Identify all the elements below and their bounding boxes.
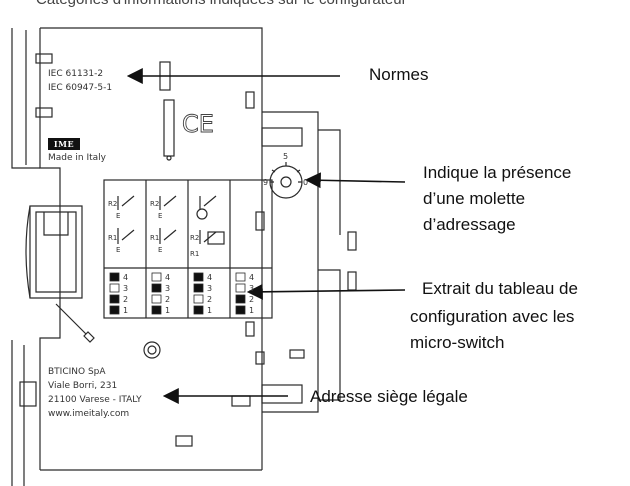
annotation-dial-line-2: d’une molette [423,189,526,208]
dip-cell [193,294,204,304]
switch-number: 2 [165,295,171,304]
relay-symbols [117,195,217,244]
switch-number: 3 [249,284,255,293]
screwdriver-icon [55,303,95,343]
small-slot-2 [245,321,255,337]
relay-label: R2 [108,200,118,208]
addressing-dial [269,165,303,199]
bottom-slot-1 [231,395,251,407]
made-in-label: Made in Italy [48,153,106,163]
rail-clip-bottom [19,381,37,407]
dial-mark: 9 [263,178,269,187]
relay-coil [196,208,208,220]
relay-label: R2 [150,200,160,208]
connector-pin-2 [347,271,357,291]
annotation-address: Adresse siège légale [310,387,468,406]
switch-number: 1 [207,306,213,315]
dip-cell [109,283,120,293]
switch-number: 2 [249,295,255,304]
dip-cell [193,283,204,293]
address-line-1: BTICINO SpA [48,367,106,377]
relay-label: E [116,212,121,220]
top-caption: Catégories d'informations indiquées sur … [36,0,407,8]
relay-label: R2 [190,234,200,242]
right-terminal [262,111,319,413]
terminal-block-bottom [261,384,303,404]
annotation-table-line-2: configuration avec les [410,307,575,326]
relay-label: E [158,246,163,254]
dip-cell [235,305,246,315]
dip-cell [235,294,246,304]
standard-1: IEC 61131-2 [48,69,104,79]
relay-label: E [116,246,121,254]
switch-number: 1 [165,306,171,315]
switch-number: 3 [207,284,213,293]
annotation-standards: Normes [369,65,429,84]
round-button-inner [147,345,157,355]
relay-box [207,231,225,245]
left-rail [11,28,40,486]
address-line-2: Viale Borri, 231 [48,381,118,391]
switch-number: 4 [249,273,255,282]
right-connector [318,129,341,401]
dip-cell [151,305,162,315]
switch-number: 3 [165,284,171,293]
plug-rim [25,205,31,299]
relay-label: R1 [150,234,160,242]
bottom-slot-2 [175,435,193,447]
rail-clip-middle [35,107,53,118]
dip-cell [193,305,204,315]
switch-number: 2 [123,295,129,304]
dial-mark: 0 [303,178,309,187]
relay-label: R1 [108,234,118,242]
relay-label: E [158,212,163,220]
switch-number: 2 [207,295,213,304]
small-slot-3 [289,349,305,359]
annotation-table-line-1: Extrait du tableau de [422,279,578,298]
rail-clip-top [35,53,53,64]
dial-mark: 5 [283,152,289,161]
switch-number: 4 [123,273,129,282]
round-button [143,341,161,359]
connector-pin-1 [347,231,357,251]
addressing-dial-center [280,176,292,188]
switch-number: 3 [123,284,129,293]
notch-dot [166,155,172,161]
dip-cell [235,272,246,282]
dip-cell [109,272,120,282]
switch-number: 4 [207,273,213,282]
standard-2: IEC 60947-5-1 [48,83,113,93]
plug-cover [29,205,83,299]
switch-number: 1 [249,306,255,315]
dip-cell [151,283,162,293]
dip-cell [235,283,246,293]
arrow-dial [304,172,406,189]
terminal-block-top [261,127,303,147]
arrow-table [246,283,406,300]
ce-mark: CE [182,110,214,138]
dip-cell [109,305,120,315]
dip-cell [151,272,162,282]
dip-cell [151,294,162,304]
side-key-2 [255,351,265,365]
relay-label: R1 [190,250,200,258]
config-table-grid [104,180,272,318]
notch [163,99,175,157]
annotation-table-line-3: micro-switch [410,333,505,352]
address-line-4: www.imeitaly.com [48,409,130,419]
small-slot-1 [245,91,255,109]
address-line-3: 21100 Varese - ITALY [48,395,142,405]
dip-cell [193,272,204,282]
switch-number: 4 [165,273,171,282]
annotation-dial-line-3: d’adressage [423,215,516,234]
dip-cell [109,294,120,304]
dial-ticks [270,162,302,183]
device-outline [39,27,263,471]
ime-logo: IME [48,138,80,150]
switch-number: 1 [123,306,129,315]
side-key [255,211,265,231]
annotation-dial-line-1: Indique la présence [423,163,572,182]
